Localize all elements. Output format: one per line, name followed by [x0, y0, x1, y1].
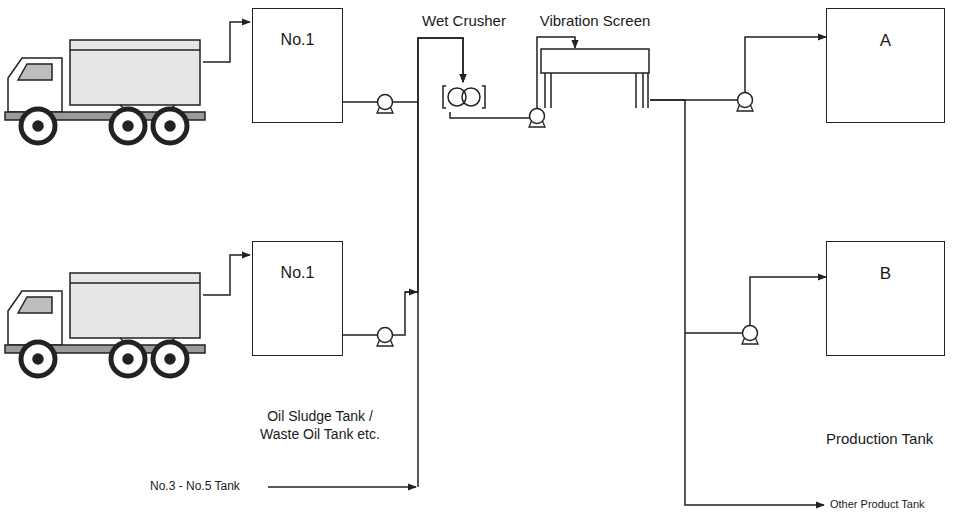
truck-wheel	[111, 342, 145, 376]
feed-line	[203, 255, 250, 295]
truck-illustrations	[5, 40, 205, 376]
crusher-outline	[440, 82, 488, 112]
vibration-screen: Vibration Screen	[540, 48, 650, 110]
truck-body-line	[70, 49, 200, 51]
source-label: No.3 - No.5 Tank	[150, 479, 264, 494]
header-pipe	[417, 102, 419, 487]
screen-legs	[545, 73, 648, 108]
crusher-symbol: Wet Crusher	[440, 82, 488, 112]
tank-group-label: Production Tank	[826, 430, 966, 449]
pump-casing	[738, 93, 753, 108]
pump-symbol	[742, 326, 758, 345]
truck-body-line	[70, 282, 200, 284]
pipe-connector	[650, 100, 826, 333]
tank-box: B	[826, 241, 945, 356]
equipment-heading: Vibration Screen	[540, 12, 651, 29]
destination-label: Other Product Tank	[830, 498, 966, 512]
pump-symbol	[737, 93, 753, 112]
tank-box: No.1	[252, 241, 343, 356]
pump-casing	[743, 326, 758, 341]
tank-label: No.1	[253, 9, 342, 49]
truck-window	[18, 64, 52, 80]
feed-line	[203, 22, 250, 62]
pump-symbol	[377, 95, 393, 114]
truck-cab	[8, 291, 62, 345]
pipe-connector	[650, 37, 826, 100]
wheel-hub	[123, 121, 133, 131]
screen-outline	[540, 48, 650, 110]
pump-symbol	[377, 328, 393, 347]
pump-symbol	[529, 109, 545, 128]
truck-wheel	[153, 109, 187, 143]
truck-wheel	[21, 342, 55, 376]
wheel-hub	[33, 121, 43, 131]
truck-cab	[8, 58, 62, 112]
truck-body	[70, 40, 200, 105]
truck-wheel	[21, 109, 55, 143]
pump-casing	[378, 95, 393, 110]
tank-group-label: Oil Sludge Tank / Waste Oil Tank etc.	[250, 408, 390, 443]
wheel-hub	[165, 354, 175, 364]
equipment-heading: Wet Crusher	[422, 12, 506, 29]
truck-wheel	[153, 342, 187, 376]
wheel-hub	[33, 354, 43, 364]
tank-label: B	[827, 242, 944, 284]
feed-line	[268, 486, 416, 488]
tank-label: A	[827, 9, 944, 51]
pump-casing	[530, 109, 545, 124]
outlet-pipe	[685, 333, 824, 505]
pipe-connector	[343, 38, 463, 335]
truck-body	[70, 273, 200, 338]
crusher-bracket	[443, 86, 485, 108]
truck	[5, 40, 205, 143]
wheel-hub	[123, 354, 133, 364]
crusher-roll	[462, 88, 480, 106]
pump-symbols	[377, 93, 758, 347]
crusher-roll	[448, 88, 466, 106]
merge-arrow	[405, 291, 417, 293]
truck	[5, 273, 205, 376]
screen-deck	[541, 49, 649, 73]
tank-box: A	[826, 8, 945, 123]
tank-label: No.1	[253, 242, 342, 282]
tank-box: No.1	[252, 8, 343, 123]
truck-wheel	[111, 109, 145, 143]
pump-casing	[378, 328, 393, 343]
wheel-hub	[165, 121, 175, 131]
truck-window	[18, 297, 52, 313]
pipe-connector	[343, 38, 463, 102]
